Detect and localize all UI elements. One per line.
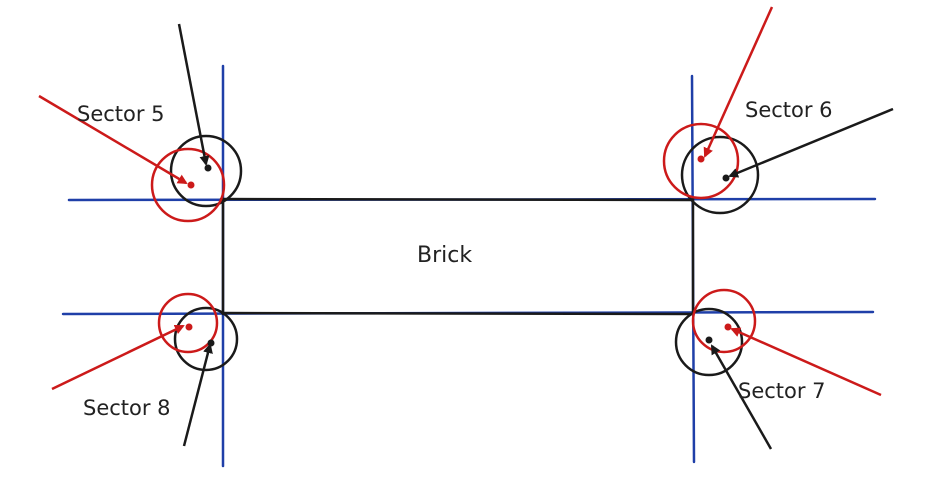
sector-7-black-dot [705, 336, 713, 344]
sector-6-red-circle [662, 122, 740, 200]
sector-8-black-arrow [182, 343, 213, 447]
sector-8-black-circle [173, 306, 239, 372]
sector-7-red-arrow [730, 327, 882, 397]
brick-top-edge [219, 197, 695, 202]
sector-8-black-dot [207, 339, 215, 347]
sector-5-red-dot [187, 181, 195, 189]
sector-5-red-circle [150, 147, 226, 223]
sector-8-red-circle [157, 292, 219, 354]
sector-7-label: Sector 7 [738, 379, 826, 403]
sector-6-label: Sector 6 [745, 98, 833, 122]
sector-7-black-arrow [710, 344, 773, 450]
sector-6-black-dot [722, 174, 730, 182]
sector-6-black-circle [680, 135, 760, 215]
sector-7-black-circle [674, 307, 744, 377]
sector-8-red-arrow [51, 324, 185, 391]
sector-8-red-dot [185, 323, 193, 331]
sector-5-red-arrow [38, 94, 188, 185]
sector-5-black-dot [204, 164, 212, 172]
sector-5-group: Sector 5 [38, 23, 243, 223]
sector-6-black-arrow [728, 107, 894, 178]
sector-5-black-circle [169, 134, 243, 208]
brick-bottom-edge [220, 311, 694, 316]
brick [219, 197, 695, 316]
sector-7-red-dot [724, 323, 732, 331]
sector-6-red-dot [697, 155, 705, 163]
sector-6-red-arrow [703, 6, 774, 158]
sector-8-label: Sector 8 [83, 396, 171, 420]
sector-7-group: Sector 7 [674, 288, 882, 450]
sector-8-group: Sector 8 [51, 292, 239, 447]
sector-7-red-circle [691, 288, 757, 354]
sector-5-black-arrow [177, 23, 210, 166]
sector-5-label: Sector 5 [77, 102, 165, 126]
brick-label: Brick [417, 243, 472, 268]
sector-6-group: Sector 6 [662, 6, 894, 215]
